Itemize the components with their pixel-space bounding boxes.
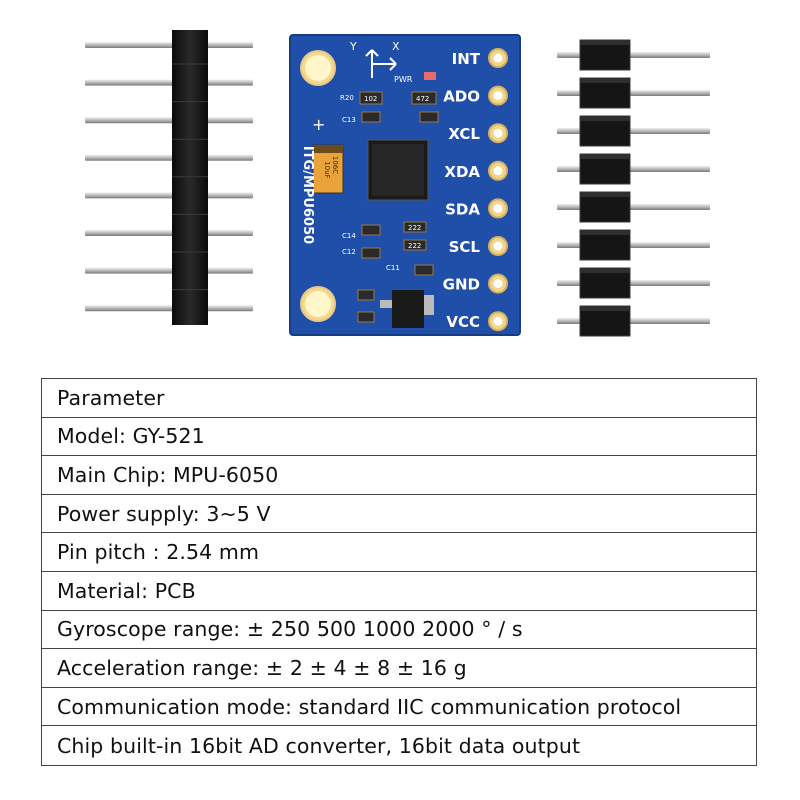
table-row: Communication mode: standard IIC communi… — [42, 688, 756, 727]
smd-components — [357, 91, 439, 323]
table-row: Material: PCB — [42, 572, 756, 611]
pin-label: ADO — [443, 88, 480, 106]
table-row: Gyroscope range: ± 250 500 1000 2000 ° /… — [42, 611, 756, 650]
header-pin — [85, 154, 253, 161]
cap-top-label: 106C — [331, 156, 339, 174]
pin-label: INT — [452, 50, 481, 68]
right-pin-header — [557, 39, 710, 337]
table-row: Chip built-in 16bit AD converter, 16bit … — [57, 733, 581, 758]
pin-pads: INT ADO XCL XDA SDA SCL GND VCC — [443, 48, 508, 332]
pin-label: SCL — [449, 238, 481, 256]
part-label: ITG/MPU6050 — [300, 146, 315, 244]
product-photo: INT ADO XCL XDA SDA SCL GND VCC ITG/MPU6050 + Y… — [85, 30, 710, 337]
header-pin — [85, 230, 253, 236]
header-pin — [85, 267, 253, 274]
header-pin — [85, 305, 253, 312]
gy521-board: INT ADO XCL XDA SDA SCL GND VCC ITG/MPU6050 + Y… — [289, 34, 521, 336]
table-row: Main Chip: MPU-6050 — [42, 456, 756, 495]
axis-x-label: X — [392, 40, 400, 53]
label-c12: C12 — [342, 248, 356, 256]
axis-arrows-icon — [365, 49, 397, 78]
table-row: Pin pitch : 2.54 mm — [42, 533, 756, 572]
component-labels: R20 102 472 222 222 C13 C14 C12 C11 — [340, 94, 429, 272]
table-row: Model: GY-521 — [42, 418, 756, 457]
header-pin — [85, 42, 253, 48]
label-472: 472 — [416, 95, 429, 103]
pin-label: GND — [443, 276, 480, 294]
plus-sign: + — [312, 115, 325, 134]
pin-label: SDA — [445, 200, 480, 218]
header-block — [172, 30, 208, 325]
pin-label: XCL — [448, 125, 480, 143]
label-102: 102 — [364, 95, 377, 103]
table-row: Acceleration range: ± 2 ± 4 ± 8 ± 16 g — [42, 649, 756, 688]
pin-label: XDA — [444, 163, 480, 181]
led-label: PWR — [394, 75, 413, 84]
label-c13: C13 — [342, 116, 356, 124]
header-pin — [85, 192, 253, 199]
cap-bottom-label: 10uF — [323, 161, 331, 178]
axis-y-label: Y — [349, 40, 357, 53]
label-222-b: 222 — [408, 242, 421, 250]
label-c14: C14 — [342, 232, 356, 240]
power-led — [424, 72, 436, 80]
label-r20: R20 — [340, 94, 354, 102]
left-pin-header — [85, 30, 253, 325]
label-222-a: 222 — [408, 224, 421, 232]
label-c11: C11 — [386, 264, 400, 272]
header-pin — [85, 79, 253, 86]
table-header-row: Parameter — [42, 379, 756, 418]
voltage-regulator — [392, 290, 424, 328]
header-pin — [85, 117, 253, 124]
table-row: Power supply: 3~5 V — [42, 495, 756, 534]
pin-label: VCC — [446, 313, 480, 331]
